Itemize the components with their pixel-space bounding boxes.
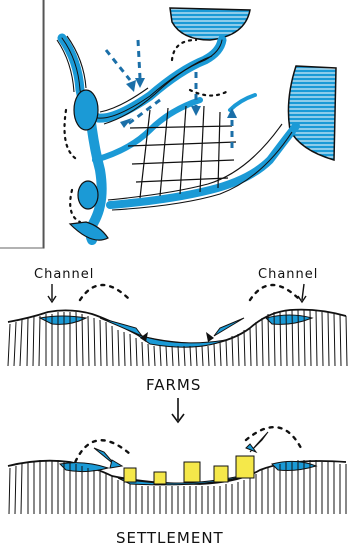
reservoir-top [170, 8, 250, 40]
lake-left [74, 90, 98, 130]
down-arrow-icon [172, 398, 184, 422]
farms-section: Channel Channel FARMS [8, 267, 347, 422]
channel-right-water [266, 315, 312, 324]
label-channel-left: Channel [34, 267, 94, 282]
map-frame [0, 0, 44, 248]
river-network [62, 38, 296, 240]
channel-left-water [40, 316, 86, 324]
settlement-section: SETTLEMENT [8, 427, 346, 547]
label-channel-right: Channel [258, 267, 318, 282]
farm-valley-water [136, 334, 226, 347]
label-farms: FARMS [146, 376, 201, 394]
map-panel [0, 0, 336, 248]
label-settlement: SETTLEMENT [116, 529, 224, 547]
settlement-channel-right [272, 461, 316, 470]
reservoir-right [288, 66, 336, 160]
